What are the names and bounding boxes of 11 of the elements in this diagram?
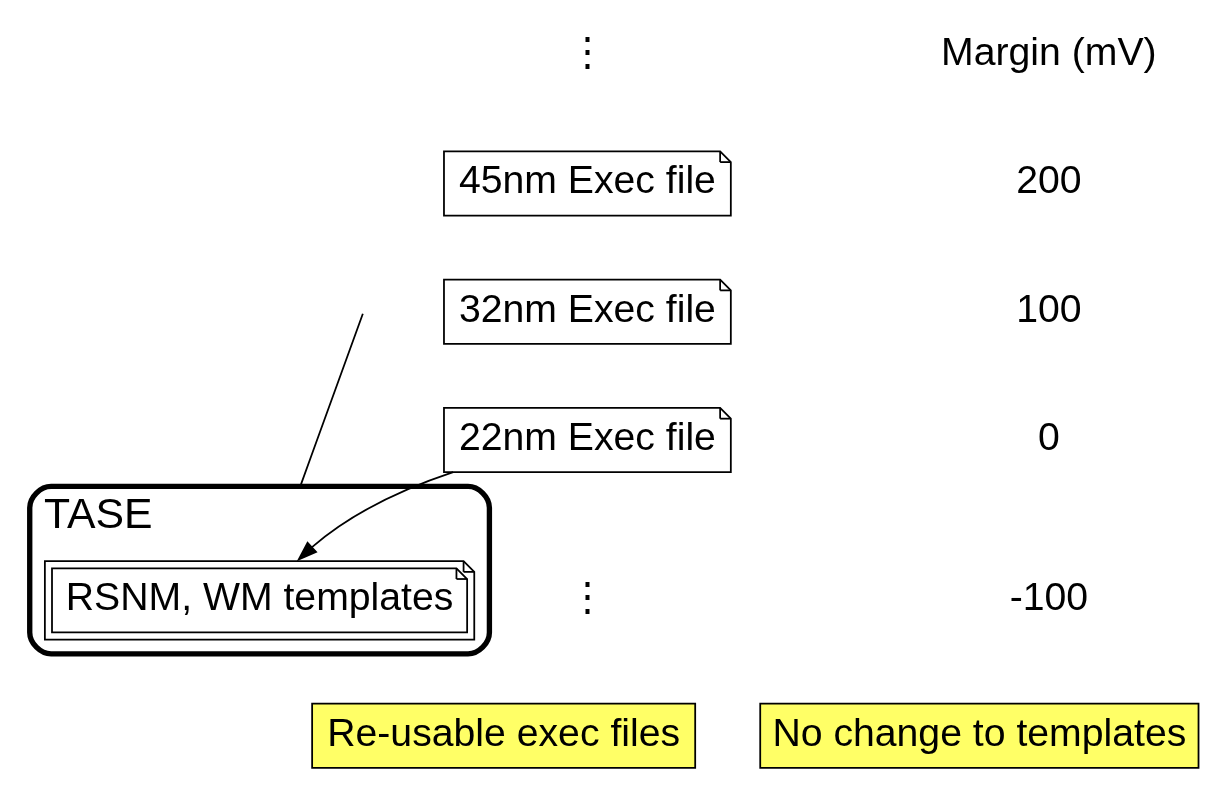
label: 0 [1037,414,1060,458]
label: ⋮ [567,29,607,73]
connector [299,312,364,487]
arrow [296,470,455,561]
node-box: Re-usable exec files [311,702,697,769]
label: 200 [1016,157,1082,201]
label: 100 [1016,286,1082,330]
label: -100 [1009,574,1089,618]
label: ⋮ [567,574,607,618]
node-box: No change to templates [759,702,1200,769]
label: Margin (mV) [941,29,1157,73]
